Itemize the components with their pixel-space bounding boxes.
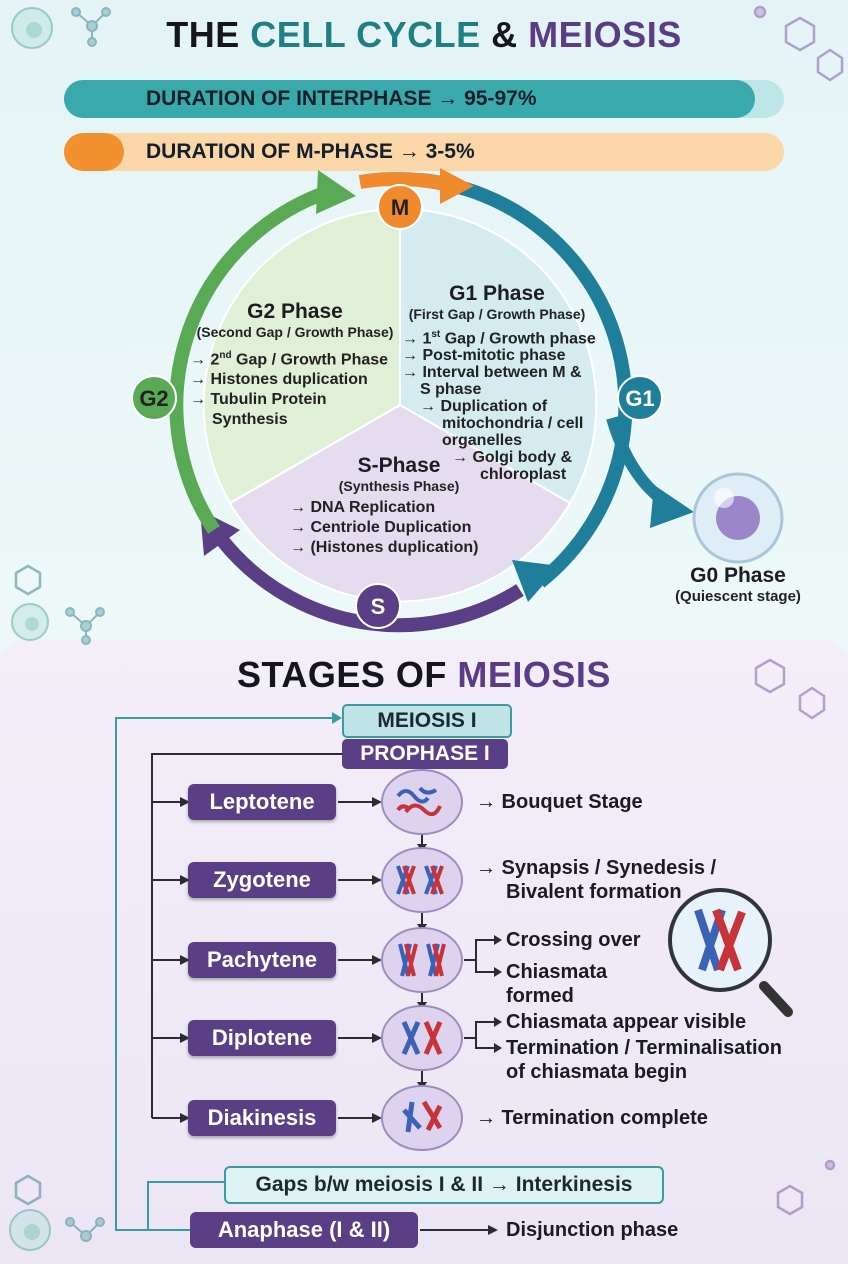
g2-badge-label: G2 [139,386,169,411]
s-title: S-Phase [357,454,441,477]
meiosis-flow-lines [115,712,793,1235]
hexagon-molecule-icon [14,5,844,1216]
diakinesis-note: → Termination complete [476,1107,708,1129]
g2-item-1: → 2nd Gap / Growth Phase [190,350,389,369]
cell-cycle-diagram [131,168,784,633]
page-title: THE CELL CYCLE & MEIOSIS [0,14,848,56]
g0-arrowhead [650,485,694,528]
g1-badge-label: G1 [625,386,655,411]
diplotene-note-3: of chiasmata begin [506,1061,688,1083]
g1-subtitle: (First Gap / Growth Phase) [408,306,586,322]
interphase-duration-fill [64,80,755,118]
diakinesis-cell-icon [381,1085,463,1151]
stage-diakinesis: Diakinesis [188,1100,336,1136]
g2-subtitle: (Second Gap / Growth Phase) [196,324,394,340]
m-arrowhead [440,168,474,204]
g1-item-1: → 1st Gap / Growth phase [402,329,596,348]
title-the: THE [166,14,251,55]
meiosis-i-label: MEIOSIS I [342,704,512,738]
meiosis-title-part1: STAGES OF [237,654,458,695]
anaphase-label: Anaphase (I & II) [190,1212,418,1248]
m-badge [377,184,423,230]
g2-title: G2 Phase [247,300,343,323]
stage-leptotene: Leptotene [188,784,336,820]
molecule-icon [65,7,111,1242]
g2-arrowhead [316,170,356,214]
s-phase-text: S-Phase (Synthesis Phase) → DNA Replicat… [284,454,514,558]
meiosis-title-part2: MEIOSIS [457,654,611,695]
cell-icon [9,7,53,1251]
s-item-3: → (Histones duplication) [290,539,479,556]
g1-title: G1 Phase [449,282,545,305]
g1-item-5: → Golgi body & [452,449,572,467]
title-meiosis: MEIOSIS [528,14,682,55]
zygotene-cell-icon [381,847,463,913]
stage-pachytene: Pachytene [188,942,336,978]
title-cell-cycle: CELL CYCLE [250,14,481,55]
g1-arc-arrow [419,173,633,588]
stage-zygotene: Zygotene [188,862,336,898]
g0-subtitle: (Quiescent stage) [675,588,801,605]
g2-item-3b: Synthesis [212,411,288,429]
g1-badge [617,375,663,421]
g1-item-4b: mitochondria / cell [442,415,584,433]
m-arc-arrow [358,171,447,191]
diplotene-note-1: Chiasmata appear visible [506,1011,747,1033]
meiosis-title: STAGES OF MEIOSIS [0,654,848,696]
anaphase-note: Disjunction phase [506,1219,679,1241]
s-item-2: → Centriole Duplication [290,519,472,536]
g1-phase-text: G1 Phase (First Gap / Growth Phase) → 1s… [402,282,596,484]
g0-title: G0 Phase [690,564,786,587]
g1-sector [399,207,598,505]
s-item-1: → DNA Replication [290,499,436,516]
stage-diplotene: Diplotene [188,1020,336,1056]
mphase-duration-bar: DURATION OF M-PHASE → 3-5% [64,133,784,171]
g1-arrowhead [512,560,560,602]
s-subtitle: (Synthesis Phase) [338,478,460,494]
g1-item-4c: organelles [442,432,523,450]
pachytene-note-1: Crossing over [506,929,641,951]
g2-phase-text: G2 Phase (Second Gap / Growth Phase) → 2… [190,300,400,430]
s-badge-label: S [370,594,386,619]
title-ampersand: & [480,14,529,55]
g2-sector [202,207,401,505]
g0-phase-text: G0 Phase (Quiescent stage) [660,564,816,605]
g2-item-3: → Tubulin Protein [190,391,327,409]
prophase-i-label: PROPHASE I [342,739,508,769]
g1-item-4: → Duplication of [420,398,548,416]
zygotene-note-1: → Synapsis / Synedesis / [476,857,717,879]
g2-badge [131,375,177,421]
s-badge [355,583,401,629]
g1-item-2: → Post-mitotic phase [402,347,566,365]
m-badge-label: M [390,195,410,220]
pachytene-cell-icon [381,927,463,993]
interkinesis-label: Gaps b/w meiosis I & II → Interkinesis [224,1166,664,1204]
zygotene-note-2: Bivalent formation [506,881,682,903]
diplotene-note-2: Termination / Terminalisation [506,1037,782,1059]
g1-item-3: → Interval between M & [402,364,582,382]
pachytene-note-3: formed [506,985,574,1007]
s-arc-arrow [216,535,524,633]
pachytene-note-2: Chiasmata [506,961,608,983]
leptotene-cell-icon [381,769,463,835]
g1-item-3b: S phase [420,381,482,399]
mphase-duration-fill [64,133,124,171]
interphase-duration-bar: DURATION OF INTERPHASE → 95-97% [64,80,784,118]
g2-arc-arrow [169,184,333,534]
g1-item-5b: chloroplast [480,466,567,484]
leptotene-note: → Bouquet Stage [476,791,643,813]
mphase-duration-label: DURATION OF M-PHASE → 3-5% [146,140,475,163]
magnifier-icon [668,888,793,1017]
diplotene-cell-icon [381,1005,463,1071]
interphase-duration-label: DURATION OF INTERPHASE → 95-97% [146,87,537,110]
g2-item-2: → Histones duplication [190,371,368,389]
